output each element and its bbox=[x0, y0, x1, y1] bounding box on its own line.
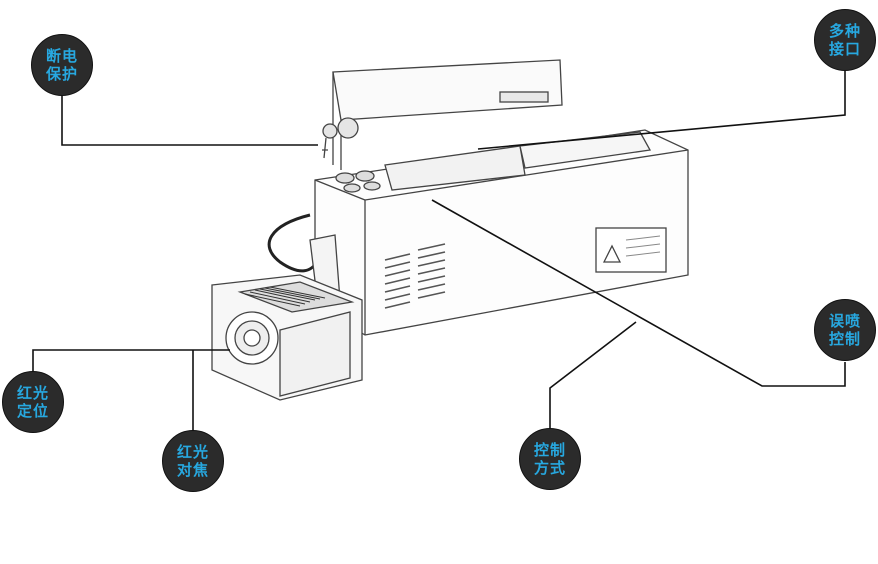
callout-multi-interface: 多种 接口 bbox=[814, 9, 876, 71]
callout-power-protect: 断电 保护 bbox=[31, 34, 93, 96]
callout-label-line2: 方式 bbox=[533, 459, 566, 477]
callout-label-line2: 保护 bbox=[45, 65, 78, 83]
callout-label-line2: 接口 bbox=[828, 40, 861, 58]
callout-control-mode: 控制 方式 bbox=[519, 428, 581, 490]
callout-label-line2: 定位 bbox=[16, 402, 49, 420]
callout-label-line1: 误喷 bbox=[828, 312, 861, 330]
machine-body bbox=[211, 59, 689, 401]
callout-label-line1: 多种 bbox=[828, 22, 861, 40]
callout-label-line1: 红光 bbox=[176, 443, 209, 461]
callout-red-focusing: 红光 对焦 bbox=[162, 430, 224, 492]
callout-label-line1: 红光 bbox=[16, 384, 49, 402]
callout-anti-misfire: 误喷 控制 bbox=[814, 299, 876, 361]
callout-label-line2: 控制 bbox=[828, 330, 861, 348]
callout-label-line1: 断电 bbox=[45, 47, 78, 65]
callout-red-positioning: 红光 定位 bbox=[2, 371, 64, 433]
callout-label-line1: 控制 bbox=[533, 441, 566, 459]
callout-label-line2: 对焦 bbox=[176, 461, 209, 479]
